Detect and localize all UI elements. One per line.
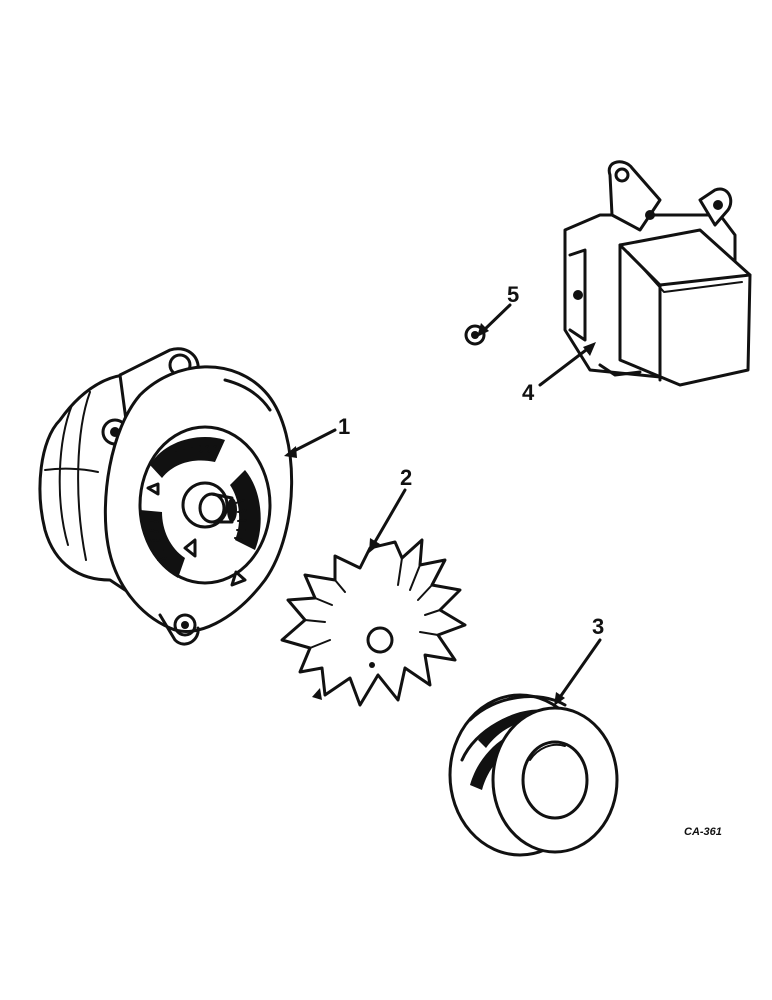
callout-labels: 1 2 3 4 5 (338, 282, 604, 639)
figure-code: CA-361 (684, 826, 722, 838)
callout-3: 3 (592, 614, 604, 639)
alternator-drawing (38, 347, 294, 646)
pulley-drawing (448, 693, 619, 857)
callout-2: 2 (400, 465, 412, 490)
leader-lines (284, 303, 602, 706)
callout-1: 1 (338, 414, 350, 439)
voltage-regulator-drawing (563, 160, 752, 387)
callout-5: 5 (507, 282, 519, 307)
callout-4: 4 (522, 380, 535, 405)
fan-drawing (280, 538, 467, 707)
